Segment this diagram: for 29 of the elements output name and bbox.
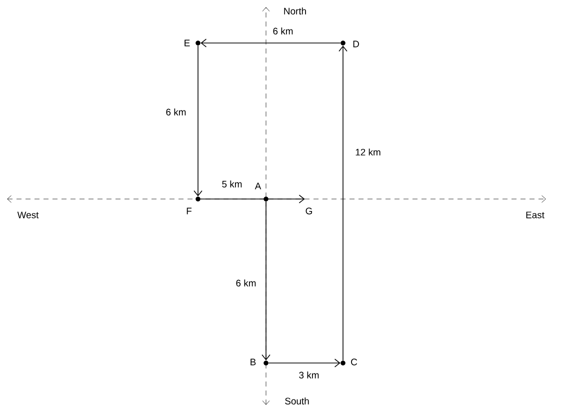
arrow <box>200 194 305 204</box>
node-label: F <box>186 208 192 214</box>
point: G <box>306 208 312 214</box>
direction-label: West <box>17 212 39 218</box>
node-label: D <box>353 40 359 48</box>
edge-label: 6 km <box>166 108 186 116</box>
edge-label: 12 km <box>356 148 380 156</box>
arrow <box>194 45 202 196</box>
edge-label: 5 km <box>222 180 242 188</box>
edge-label: 3 km <box>299 372 319 378</box>
edge-label: 6 km <box>236 280 256 286</box>
arrow <box>268 358 340 368</box>
direction-label: South <box>285 398 309 404</box>
point: C <box>340 358 358 366</box>
point: A <box>254 182 268 202</box>
node-label: E <box>184 40 190 46</box>
point: E <box>184 40 200 46</box>
point: B <box>250 358 268 366</box>
arrow <box>200 38 341 48</box>
direction-label: East <box>526 212 544 218</box>
arrow <box>338 46 348 361</box>
point: F <box>186 196 200 214</box>
arrow <box>262 201 270 360</box>
edge-label: 6 km <box>273 28 293 34</box>
node-label: B <box>250 358 256 366</box>
direction-label: North <box>284 8 306 14</box>
node-label: A <box>254 182 262 190</box>
node-label: C <box>351 358 358 366</box>
point: D <box>340 40 359 48</box>
